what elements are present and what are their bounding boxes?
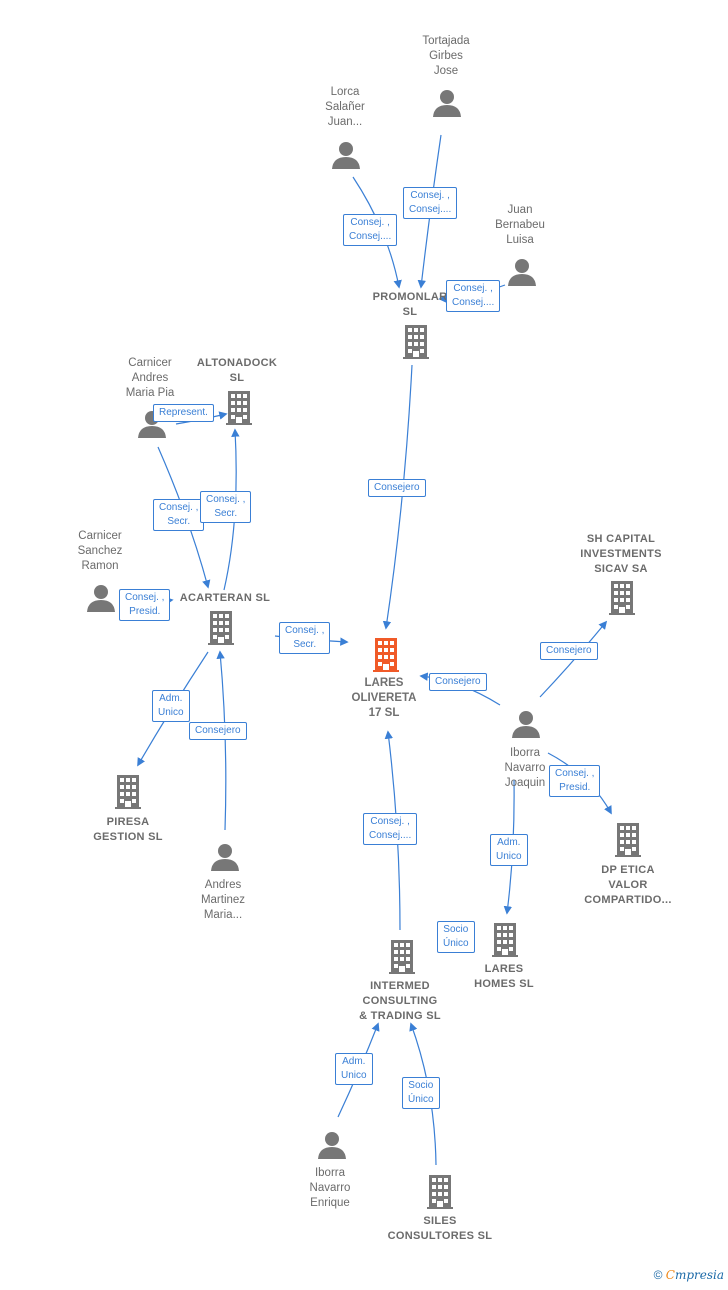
building-icon[interactable] — [389, 940, 415, 979]
node-label: LARES OLIVERETA 17 SL — [351, 677, 417, 719]
person-icon[interactable] — [210, 843, 240, 876]
building-icon[interactable] — [609, 581, 635, 620]
node-label: ALTONADOCK SL — [196, 357, 278, 384]
edge-label-lorca-promonlar[interactable]: Consej. , Consej.... — [343, 214, 398, 246]
node-lares_homes[interactable]: LARES HOMES SL — [474, 962, 534, 992]
building-icon[interactable] — [615, 823, 641, 862]
node-carnicer_andres[interactable]: Carnicer Andres Maria Pia — [126, 356, 175, 401]
node-promonlar[interactable]: PROMONLAR SL — [373, 290, 448, 320]
node-bernabeu[interactable]: Juan Bernabeu Luisa — [495, 203, 545, 248]
edge-label-acarteran-lares[interactable]: Consej. , Secr. — [279, 622, 331, 654]
edge-label-siles-intermed[interactable]: Socio Único — [402, 1077, 440, 1109]
person-icon[interactable] — [511, 710, 541, 743]
node-sh_capital[interactable]: SH CAPITAL INVESTMENTS SICAV SA — [580, 532, 662, 577]
person-icon[interactable] — [507, 258, 537, 291]
node-label: Lorca Salañer Juan... — [325, 86, 365, 128]
person-icon[interactable] — [432, 89, 462, 122]
node-label: PROMONLAR SL — [372, 291, 448, 318]
edge-label-promonlar-lares[interactable]: Consejero — [368, 479, 426, 497]
node-label: ACARTERAN SL — [179, 592, 271, 604]
brand-logo: Cmpresia — [665, 1268, 724, 1282]
copyright-symbol: © — [653, 1268, 663, 1282]
edge-label-acarteran-altonadock[interactable]: Consej. , Secr. — [200, 491, 252, 523]
edge-label-intermed-lares[interactable]: Consej. , Consej.... — [363, 813, 418, 845]
node-andres_martinez[interactable]: Andres Martinez Maria... — [201, 878, 245, 923]
building-icon[interactable] — [373, 638, 399, 677]
edge-label-joaquin-lares[interactable]: Consejero — [429, 673, 487, 691]
node-iborra_joaquin[interactable]: Iborra Navarro Joaquin — [505, 746, 546, 791]
building-icon[interactable] — [115, 775, 141, 814]
node-lares[interactable]: LARES OLIVERETA 17 SL — [352, 676, 417, 721]
node-label: Carnicer Andres Maria Pia — [125, 357, 175, 399]
node-siles[interactable]: SILES CONSULTORES SL — [388, 1214, 493, 1244]
node-label: Iborra Navarro Joaquin — [504, 747, 546, 789]
person-icon[interactable] — [86, 584, 116, 617]
node-label: Andres Martinez Maria... — [200, 879, 246, 921]
node-acarteran[interactable]: ACARTERAN SL — [180, 591, 270, 606]
node-label: SH CAPITAL INVESTMENTS SICAV SA — [580, 533, 662, 575]
node-carnicer_sanchez[interactable]: Carnicer Sanchez Ramon — [78, 529, 123, 574]
footer-brand[interactable]: © Cmpresia — [654, 1268, 724, 1282]
node-iborra_enrique[interactable]: Iborra Navarro Enrique — [310, 1166, 351, 1211]
node-intermed[interactable]: INTERMED CONSULTING & TRADING SL — [359, 979, 441, 1024]
node-dp_etica[interactable]: DP ETICA VALOR COMPARTIDO... — [584, 863, 671, 908]
edge-label-sanchez-acarteran[interactable]: Consej. , Presid. — [119, 589, 171, 621]
node-lorca[interactable]: Lorca Salañer Juan... — [325, 85, 365, 130]
building-icon[interactable] — [403, 325, 429, 364]
edge-label-acarteran-piresa[interactable]: Adm. Unico — [152, 690, 190, 722]
node-label: DP ETICA VALOR COMPARTIDO... — [584, 864, 672, 906]
edge-label-joaquin-sh[interactable]: Consejero — [540, 642, 598, 660]
node-label: Iborra Navarro Enrique — [309, 1167, 351, 1209]
person-icon[interactable] — [317, 1131, 347, 1164]
node-label: INTERMED CONSULTING & TRADING SL — [359, 980, 441, 1022]
edge-label-martinez-acarteran[interactable]: Consejero — [189, 722, 247, 740]
edge-martinez-acarteran — [216, 650, 227, 831]
edge-label-carnicer-acarteran[interactable]: Consej. , Secr. — [153, 499, 205, 531]
building-icon[interactable] — [492, 923, 518, 962]
building-icon[interactable] — [208, 611, 234, 650]
edge-label-carnicer-altonadock[interactable]: Represent. — [153, 404, 214, 422]
edge-label-enrique-intermed[interactable]: Adm. Unico — [335, 1053, 373, 1085]
node-tortajada[interactable]: Tortajada Girbes Jose — [422, 34, 469, 79]
node-piresa[interactable]: PIRESA GESTION SL — [93, 815, 163, 845]
node-label: Carnicer Sanchez Ramon — [77, 530, 123, 572]
edge-label-bernabeu-promonlar[interactable]: Consej. , Consej.... — [446, 280, 501, 312]
building-icon[interactable] — [226, 391, 252, 430]
node-label: PIRESA GESTION SL — [93, 816, 163, 843]
person-icon[interactable] — [331, 141, 361, 174]
edge-label-homes-socio[interactable]: Socio Único — [437, 921, 475, 953]
edge-label-joaquin-dp[interactable]: Consej. , Presid. — [549, 765, 601, 797]
node-altonadock[interactable]: ALTONADOCK SL — [197, 356, 277, 386]
building-icon[interactable] — [427, 1175, 453, 1214]
node-label: SILES CONSULTORES SL — [387, 1215, 493, 1242]
node-label: LARES HOMES SL — [474, 963, 534, 990]
edge-label-joaquin-homes[interactable]: Adm. Unico — [490, 834, 528, 866]
edge-label-tortajada-promonlar[interactable]: Consej. , Consej.... — [403, 187, 458, 219]
edge-promonlar-lares — [382, 364, 413, 630]
node-label: Juan Bernabeu Luisa — [495, 204, 545, 246]
node-label: Tortajada Girbes Jose — [422, 35, 470, 77]
